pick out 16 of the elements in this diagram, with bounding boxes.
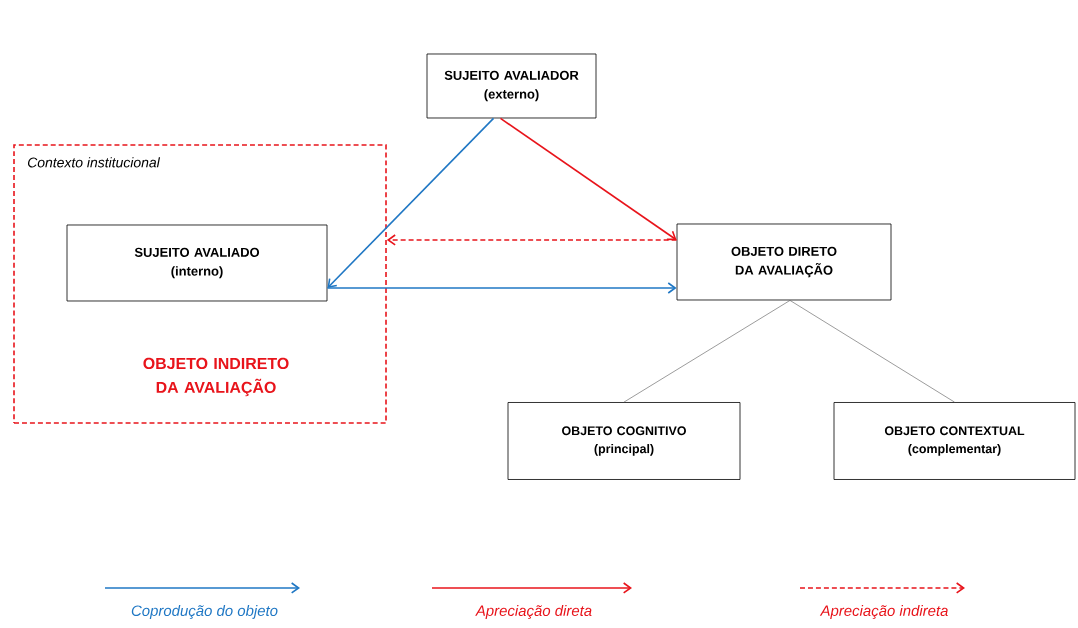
region-heading: OBJETO INDIRETO DA AVALIAÇÃO (143, 357, 289, 397)
concept-box: SUJEITO AVALIADOR (externo) (426, 53, 597, 119)
connector-line (789, 300, 955, 403)
connector-line (623, 300, 791, 403)
frame-title: Contexto institucional (27, 157, 161, 168)
arrow (326, 282, 677, 294)
legend-label: Coprodução do objeto (131, 605, 278, 619)
arrow (499, 117, 677, 241)
arrow (327, 117, 495, 288)
legend-label: Apreciação indireta (819, 605, 948, 619)
arrow (386, 234, 678, 246)
concept-box: OBJETO CONTEXTUAL (complementar) (833, 402, 1076, 480)
concept-box: OBJETO COGNITIVO (principal) (507, 402, 741, 480)
concept-box: SUJEITO AVALIADO (interno) (66, 224, 328, 302)
concept-box: OBJETO DIRETO DA AVALIAÇÃO (676, 223, 892, 301)
legend-label: Apreciação direta (475, 605, 592, 619)
